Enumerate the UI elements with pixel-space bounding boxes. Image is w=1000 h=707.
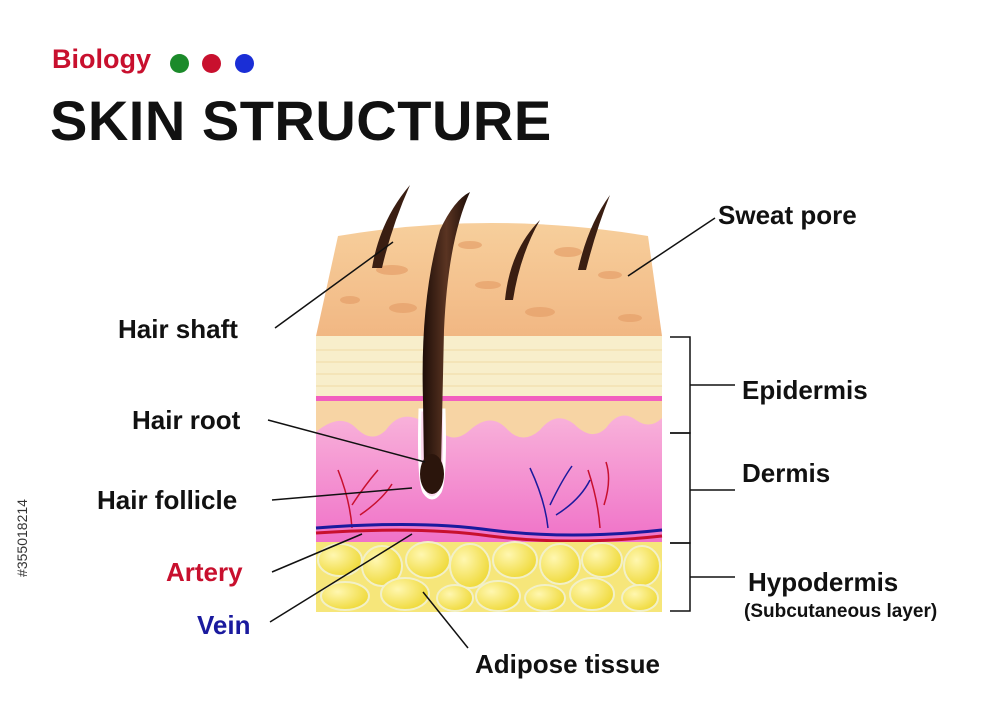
- label-epidermis: Epidermis: [742, 375, 868, 405]
- hair-strand: [505, 220, 540, 300]
- hair-strand: [578, 195, 610, 270]
- hair-strand: [372, 185, 410, 268]
- vein-vessel: [315, 522, 663, 537]
- label-hypodermis: Hypodermis: [748, 567, 899, 597]
- page-title: SKIN STRUCTURE: [50, 89, 552, 152]
- label-subcutaneous-layer: (Subcutaneous layer): [744, 601, 938, 622]
- label-hair-shaft: Hair shaft: [118, 314, 238, 344]
- hair-bulb: [420, 454, 444, 494]
- epidermis-layer: [316, 336, 662, 398]
- layer-brackets: [670, 336, 735, 612]
- label-hair-root: Hair root: [132, 405, 241, 435]
- capillaries: [337, 461, 610, 529]
- subject-label: Biology: [52, 44, 151, 74]
- dermal-papillae: [316, 401, 662, 438]
- red-dot: [202, 54, 221, 73]
- adipose-cells: [317, 541, 661, 612]
- label-vein: Vein: [197, 610, 251, 640]
- pointer-lines: [267, 217, 716, 649]
- label-hair-follicle: Hair follicle: [97, 485, 238, 515]
- blue-dot: [235, 54, 254, 73]
- label-adipose-tissue: Adipose tissue: [475, 649, 660, 679]
- green-dot: [170, 54, 189, 73]
- epidermis-lines: [316, 349, 662, 387]
- label-artery: Artery: [166, 557, 243, 587]
- artery-vessel: [315, 528, 663, 543]
- hair-main: [422, 192, 470, 492]
- label-sweat-pore: Sweat pore: [718, 200, 857, 230]
- label-dermis: Dermis: [742, 458, 831, 488]
- stock-id-watermark: #355018214: [14, 499, 30, 577]
- skin-surface: [316, 223, 662, 336]
- skin-surface-spots: [340, 241, 642, 322]
- basement-membrane: [316, 396, 662, 401]
